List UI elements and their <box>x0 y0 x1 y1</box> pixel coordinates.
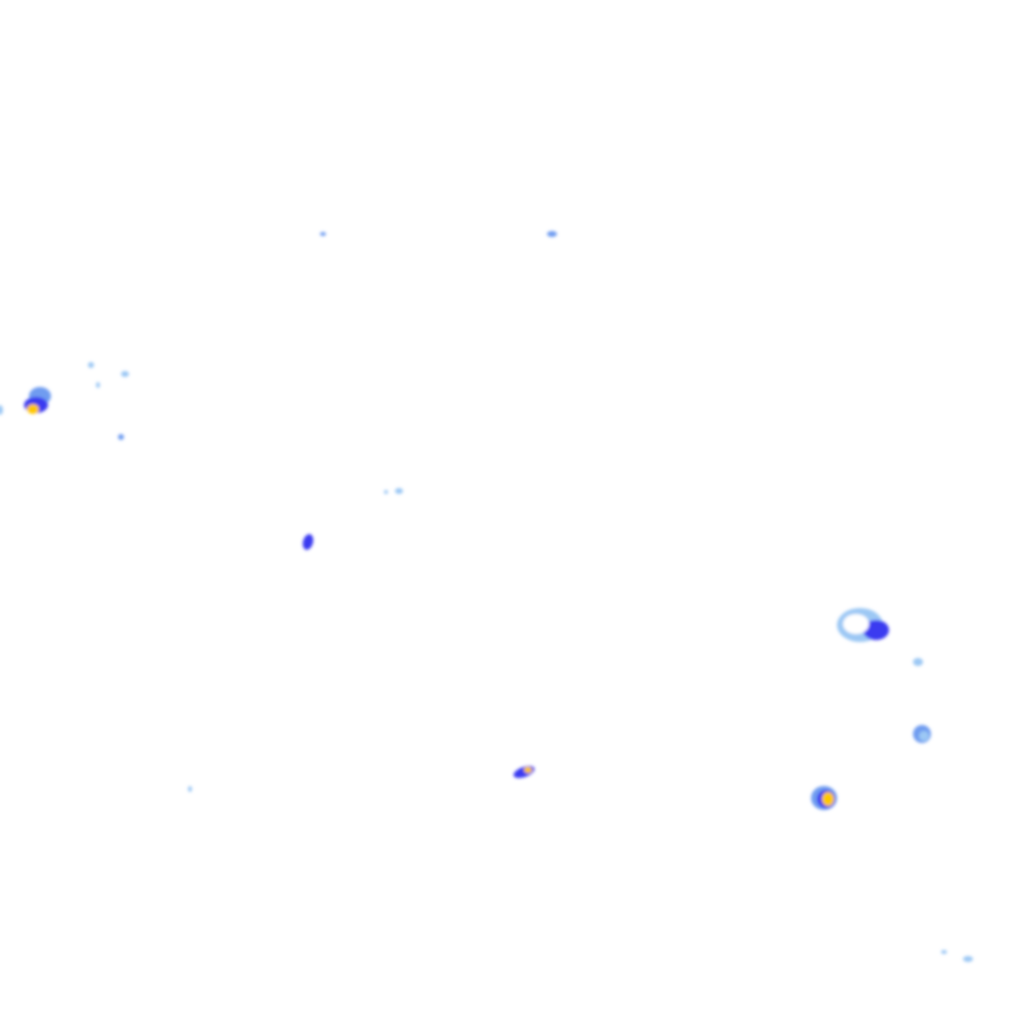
radar-echo-core <box>524 767 532 773</box>
radar-echo <box>320 232 326 236</box>
radar-echo <box>96 382 100 388</box>
radar-echo <box>384 490 388 494</box>
radar-echo-cell <box>919 731 929 741</box>
radar-echo <box>963 956 973 962</box>
radar-echo <box>941 950 947 954</box>
radar-echo-gap <box>843 614 869 634</box>
radar-echo <box>547 231 557 237</box>
radar-echo <box>121 371 129 377</box>
radar-echo <box>118 434 124 440</box>
radar-echo <box>395 488 403 494</box>
radar-echo <box>0 405 3 415</box>
radar-echo-cell <box>863 620 889 640</box>
radar-echo-cell <box>302 534 314 550</box>
radar-echo <box>88 362 94 368</box>
radar-echo <box>188 786 192 792</box>
radar-echo <box>913 658 923 666</box>
radar-echo-core <box>27 404 39 414</box>
radar-echo-core <box>822 792 834 806</box>
radar-echo-cell <box>513 765 535 779</box>
